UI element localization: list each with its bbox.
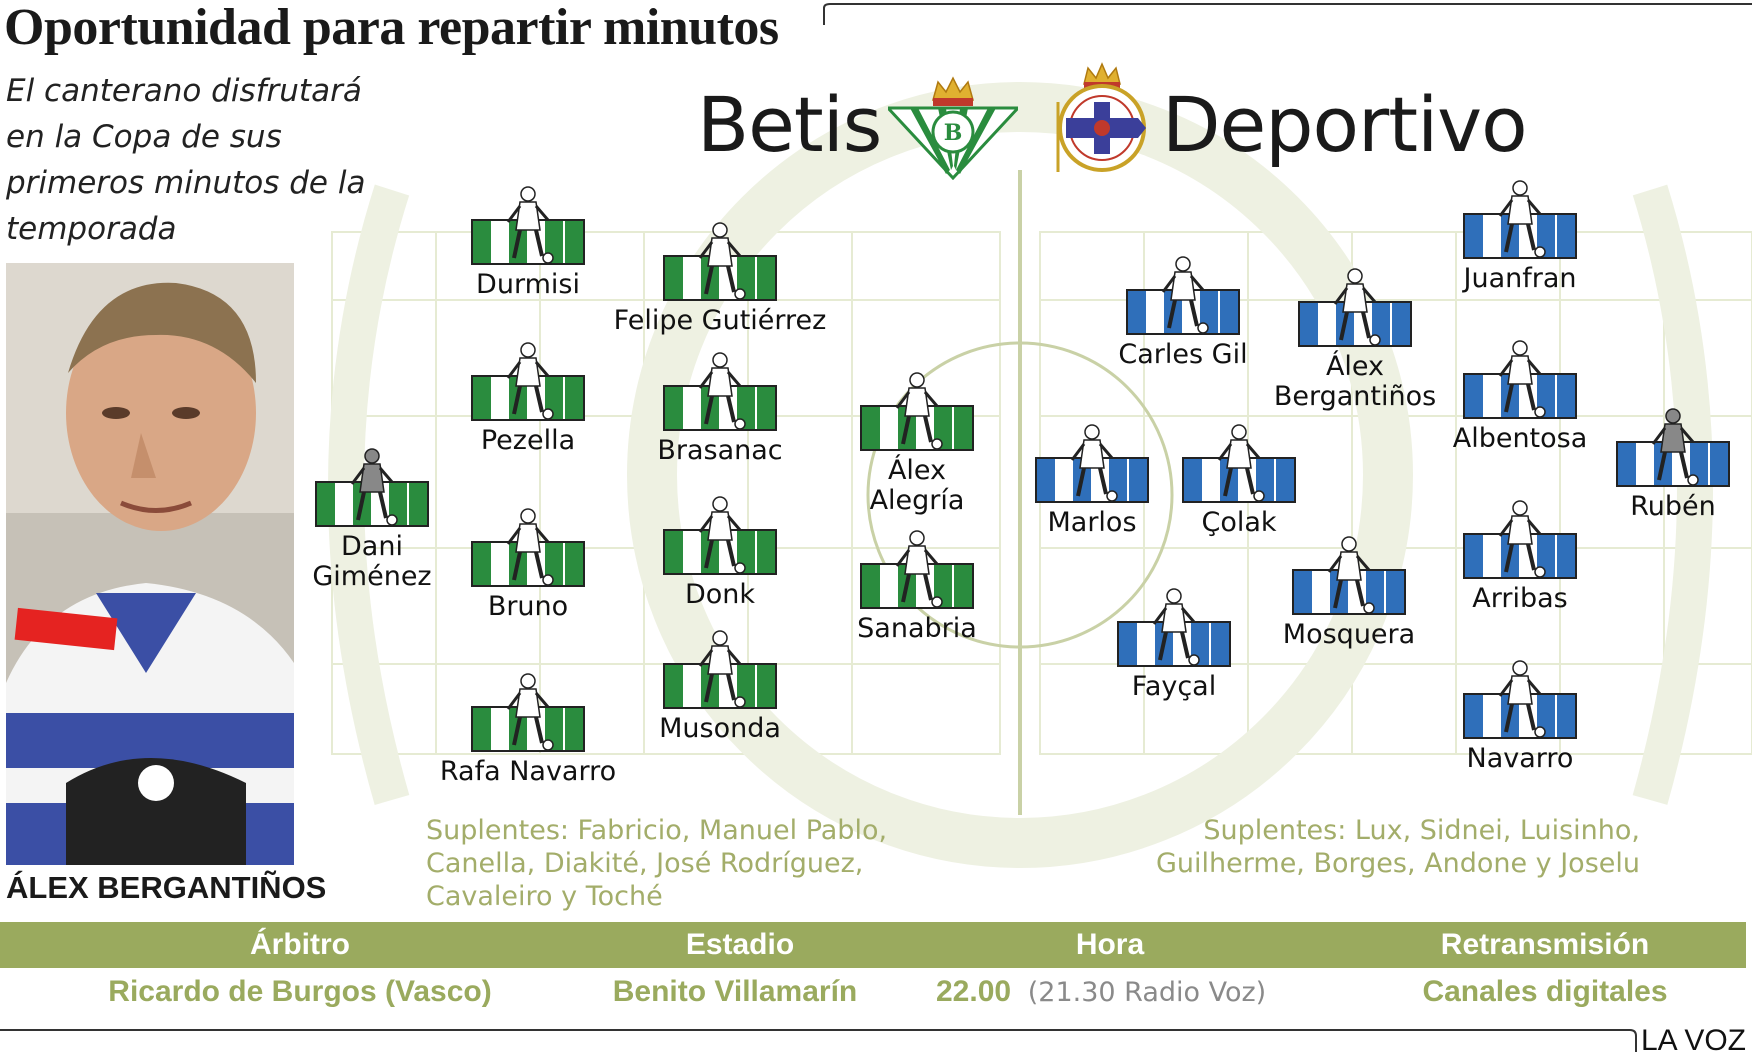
away-player: Álex Bergantiños bbox=[1235, 268, 1475, 412]
home-player-name: Pezella bbox=[480, 425, 576, 456]
away-player-icon bbox=[1182, 424, 1296, 503]
time-extra: (21.30 Radio Voz) bbox=[1027, 977, 1267, 1008]
away-player-name: Juanfran bbox=[1463, 263, 1577, 294]
subtitle: El canterano disfrutará en la Copa de su… bbox=[6, 73, 366, 247]
away-player-name: Çolak bbox=[1201, 507, 1277, 538]
away-player-name: Carles Gil bbox=[1118, 339, 1248, 370]
away-player-icon bbox=[1035, 424, 1149, 503]
home-player: Dani Giménez bbox=[252, 448, 492, 592]
home-player-icon bbox=[663, 352, 777, 431]
referee-value: Ricardo de Burgos (Vasco) bbox=[108, 975, 492, 1008]
away-player-icon bbox=[1298, 268, 1412, 347]
away-player-name: Rubén bbox=[1630, 491, 1716, 522]
away-player-name: Álex Bergantiños bbox=[1273, 351, 1437, 412]
home-player-name: Brasanac bbox=[657, 435, 783, 466]
away-player: Navarro bbox=[1400, 660, 1640, 774]
home-player: Rafa Navarro bbox=[408, 673, 648, 787]
home-player-icon bbox=[471, 508, 585, 587]
away-player: Fayçal bbox=[1054, 588, 1294, 702]
home-player: Pezella bbox=[408, 342, 648, 456]
home-player: Brasanac bbox=[600, 352, 840, 466]
away-player-icon bbox=[1292, 536, 1406, 615]
deportivo-crest-icon bbox=[1056, 62, 1146, 172]
home-player-icon bbox=[471, 342, 585, 421]
stadium-value: Benito Villamarín bbox=[612, 975, 858, 1008]
home-player: Bruno bbox=[408, 508, 648, 622]
home-player-name: Bruno bbox=[487, 591, 569, 622]
broadcast-value: Canales digitales bbox=[1422, 975, 1668, 1008]
away-player-icon bbox=[1463, 660, 1577, 739]
home-player: Donk bbox=[600, 496, 840, 610]
away-player-icon bbox=[1463, 180, 1577, 259]
away-player: Mosquera bbox=[1229, 536, 1469, 650]
away-player: Rubén bbox=[1553, 408, 1752, 522]
home-team-name: Betis bbox=[697, 80, 882, 169]
away-player-name: Albentosa bbox=[1452, 423, 1588, 454]
home-subs: Suplentes: Fabricio, Manuel Pablo, Canel… bbox=[426, 815, 888, 912]
away-player-icon bbox=[1463, 500, 1577, 579]
brand-logo: LA VOZ bbox=[1640, 1024, 1746, 1057]
home-player-icon bbox=[860, 530, 974, 609]
away-player-name: Fayçal bbox=[1131, 671, 1217, 702]
stadium-label: Estadio bbox=[685, 928, 795, 961]
away-player: Carles Gil bbox=[1063, 256, 1303, 370]
home-player: Durmisi bbox=[408, 186, 648, 300]
away-player: Arribas bbox=[1400, 500, 1640, 614]
away-player-icon bbox=[1463, 340, 1577, 419]
betis-crest-icon: B bbox=[888, 76, 1018, 180]
home-player-name: Musonda bbox=[659, 713, 781, 744]
home-player-name: Álex Alegría bbox=[869, 455, 965, 516]
time-value-group: 22.00 (21.30 Radio Voz) bbox=[936, 972, 1306, 1012]
home-player-name: Dani Giménez bbox=[312, 531, 432, 592]
home-player-name: Rafa Navarro bbox=[439, 756, 617, 787]
away-player: Albentosa bbox=[1400, 340, 1640, 454]
home-player: Felipe Gutiérrez bbox=[600, 222, 840, 336]
home-player: Álex Alegría bbox=[797, 372, 1037, 516]
away-subs: Suplentes: Lux, Sidnei, Luisinho, Guilhe… bbox=[1156, 815, 1640, 879]
away-player-icon bbox=[1126, 256, 1240, 335]
photo-caption: ÁLEX BERGANTIÑOS bbox=[6, 870, 327, 905]
home-player-name: Felipe Gutiérrez bbox=[613, 305, 827, 336]
home-player-icon bbox=[860, 372, 974, 451]
svg-text:B: B bbox=[944, 120, 963, 146]
time-label: Hora bbox=[1075, 928, 1145, 961]
home-player-name: Donk bbox=[684, 579, 756, 610]
away-player: Çolak bbox=[1119, 424, 1359, 538]
headline: Oportunidad para repartir minutos bbox=[4, 0, 779, 56]
home-player-icon bbox=[663, 630, 777, 709]
away-player-icon bbox=[1117, 588, 1231, 667]
home-player-name: Sanabria bbox=[857, 613, 977, 644]
broadcast-label: Retransmisión bbox=[1440, 928, 1650, 961]
away-player-name: Mosquera bbox=[1282, 619, 1416, 650]
home-player: Musonda bbox=[600, 630, 840, 744]
home-player-icon bbox=[663, 222, 777, 301]
away-player-name: Arribas bbox=[1472, 583, 1568, 614]
home-player-name: Durmisi bbox=[476, 269, 580, 300]
away-player: Marlos bbox=[972, 424, 1212, 538]
away-player-icon bbox=[1616, 408, 1730, 487]
home-player: Sanabria bbox=[797, 530, 1037, 644]
info-bar bbox=[0, 922, 1746, 968]
home-player-icon bbox=[663, 496, 777, 575]
home-player-icon bbox=[471, 673, 585, 752]
player-photo bbox=[6, 263, 294, 865]
home-player-icon bbox=[471, 186, 585, 265]
home-player-icon bbox=[315, 448, 429, 527]
away-player-name: Navarro bbox=[1466, 743, 1574, 774]
away-player-name: Marlos bbox=[1047, 507, 1137, 538]
away-player: Juanfran bbox=[1400, 180, 1640, 294]
away-team-name: Deportivo bbox=[1162, 80, 1528, 169]
referee-label: Árbitro bbox=[250, 928, 350, 961]
time-value: 22.00 bbox=[936, 975, 1012, 1008]
portrait-image bbox=[6, 263, 294, 865]
